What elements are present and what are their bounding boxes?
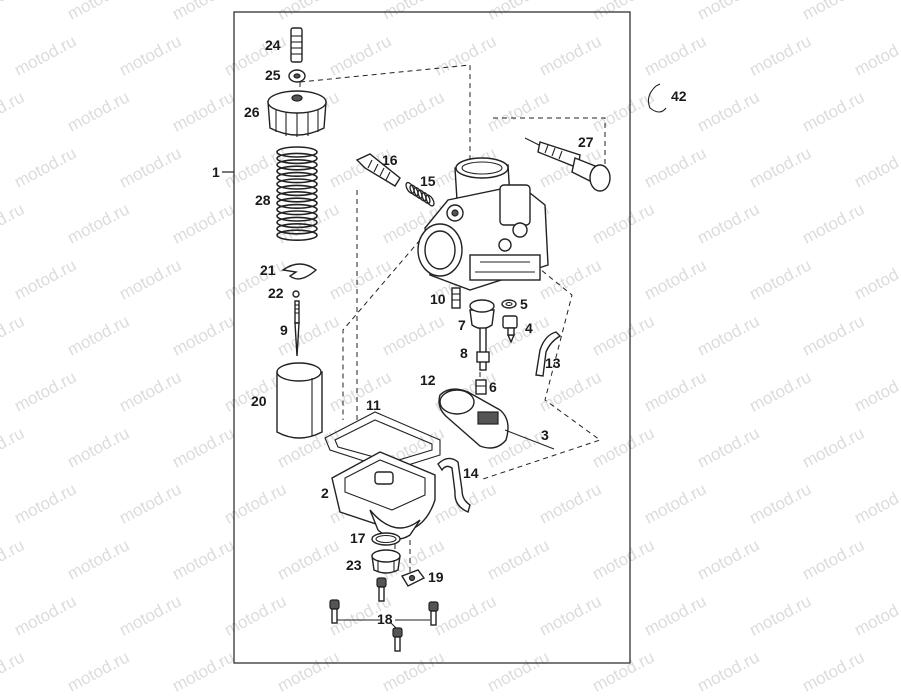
part-9-jet-needle: [294, 300, 300, 357]
part-17-o-ring: [371, 532, 401, 546]
part-6-main-jet: [475, 379, 487, 395]
label-12: 12: [420, 372, 436, 388]
part-23-drain-plug: [371, 549, 401, 574]
label-15: 15: [420, 173, 436, 189]
part-28-throttle-spring: [276, 146, 318, 241]
part-27-choke-plunger: [524, 137, 611, 192]
label-27: 27: [578, 134, 594, 150]
label-3: 3: [541, 427, 549, 443]
callout-labels: 1 24 25 26 28 21 22 9 20 16 15 27 42 10 …: [212, 37, 687, 627]
part-4-float-needle-seat: [502, 315, 518, 344]
part-11-float-bowl-gasket: [324, 411, 441, 471]
label-2: 2: [321, 485, 329, 501]
part-8-needle-jet: [476, 327, 490, 371]
carburetor-exploded-diagram: 1 24 25 26 28 21 22 9 20 16 15 27 42 10 …: [212, 11, 687, 664]
label-28: 28: [255, 192, 271, 208]
part-24-idle-screw: [290, 27, 303, 63]
label-25: 25: [265, 67, 281, 83]
part-20-throttle-slide: [276, 362, 323, 439]
part-2-float-bowl: [331, 451, 436, 540]
part-22-e-clip: [292, 290, 300, 298]
label-20: 20: [251, 393, 267, 409]
part-19-bracket: [400, 569, 426, 587]
label-5: 5: [520, 296, 528, 312]
label-11: 11: [366, 397, 381, 413]
part-12-float: [438, 388, 555, 450]
label-42: 42: [671, 88, 687, 104]
label-18: 18: [377, 611, 393, 627]
label-24: 24: [265, 37, 281, 53]
label-16: 16: [382, 152, 398, 168]
part-21-needle-clip: [281, 263, 318, 280]
label-14: 14: [463, 465, 479, 481]
part-15-air-screw-spring: [405, 181, 435, 207]
part-7-needle-jet-holder: [469, 299, 495, 330]
label-26: 26: [244, 104, 260, 120]
diagram-frame: [233, 11, 631, 664]
part-13-overflow-tube: [535, 331, 562, 377]
part-14-drain-tube: [437, 457, 471, 513]
label-22: 22: [268, 285, 284, 301]
alignment-lines: [299, 64, 606, 631]
label-21: 21: [260, 262, 276, 278]
part-16-air-screw: [355, 153, 401, 187]
label-6: 6: [489, 379, 497, 395]
part-10-pilot-jet: [451, 287, 461, 309]
part-18-bowl-screws: [329, 577, 439, 652]
label-23: 23: [346, 557, 362, 573]
label-10: 10: [430, 291, 446, 307]
label-9: 9: [280, 322, 288, 338]
label-8: 8: [460, 345, 468, 361]
part-26-top-cap: [267, 90, 327, 137]
label-13: 13: [545, 355, 561, 371]
label-7: 7: [458, 317, 466, 333]
label-19: 19: [428, 569, 444, 585]
carburetor-body: [417, 157, 549, 291]
label-4: 4: [525, 320, 533, 336]
part-25-lock-nut: [288, 69, 306, 83]
label-1: 1: [212, 164, 220, 180]
part-5-washer: [501, 299, 517, 309]
part-42-o-ring: [647, 83, 667, 113]
label-17: 17: [350, 530, 366, 546]
